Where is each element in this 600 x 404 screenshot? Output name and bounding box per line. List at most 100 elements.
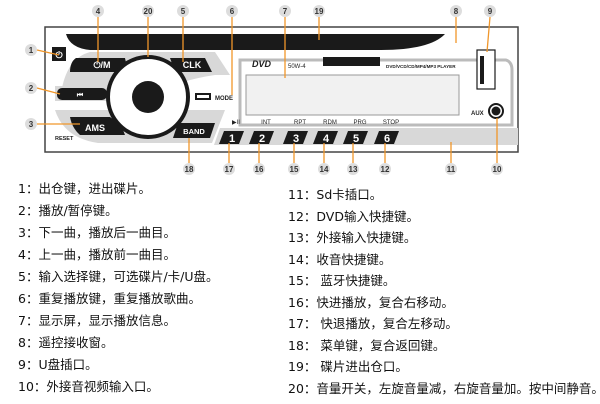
- callout-number: 4: [96, 7, 101, 16]
- band-button[interactable]: [173, 123, 215, 138]
- ams-label: AMS: [85, 123, 105, 133]
- callout-line: [36, 87, 61, 95]
- callout-marker: [445, 163, 457, 175]
- callout-marker: [379, 163, 391, 175]
- callout-marker: [491, 163, 503, 175]
- callout-marker: [226, 5, 238, 17]
- number-key-6[interactable]: [374, 131, 399, 144]
- legend-item: 13：外接输入快捷键。: [288, 230, 417, 245]
- callout-marker: [279, 5, 291, 17]
- legend-item: 10：外接音视频输入口。: [18, 379, 159, 394]
- number-key-3[interactable]: [283, 131, 308, 144]
- callout-number: 12: [381, 165, 390, 174]
- callout-number: 14: [320, 165, 329, 174]
- dvd-logo: DVD: [252, 59, 272, 69]
- number-key-4[interactable]: [313, 131, 338, 144]
- callout-number: 6: [230, 7, 235, 16]
- legend-left: 1：出仓键，进出碟片。 2：播放/暂停键。 3：下一曲，播放后一曲目。 4：上一…: [18, 178, 219, 398]
- legend-item: 20：音量开关，左旋音量减，右旋音量加。按中间静音。: [288, 380, 600, 396]
- player-text: DVD/VCD/CD/MP4/MP3 PLAYER: [386, 64, 456, 69]
- callout-marker: [318, 163, 330, 175]
- callout-number: 16: [255, 165, 264, 174]
- legend-item: 18： 菜单键，复合返回键。: [288, 337, 446, 353]
- number-key-digit: 4: [323, 133, 330, 145]
- band-label: BAND: [183, 127, 205, 136]
- mode-label: MODE: [215, 96, 233, 102]
- callout-number: 5: [181, 7, 186, 16]
- mute-label: ⏻/M: [93, 60, 110, 70]
- legend-item: 5：输入选择键，可选碟片/卡/U盘。: [18, 269, 219, 284]
- display-bezel: [238, 58, 514, 127]
- number-key-digit: 5: [353, 133, 359, 145]
- legend-item: 6：重复播放键，重复播放歌曲。: [18, 291, 201, 306]
- mute-button[interactable]: [70, 58, 128, 72]
- number-key-function-label: ▶II: [232, 120, 240, 126]
- callout-marker: [313, 5, 325, 17]
- callout-marker: [92, 5, 104, 17]
- callout-marker: [223, 163, 235, 175]
- number-key-digit: 6: [384, 133, 390, 145]
- reset-label: RESET: [55, 136, 74, 142]
- callout-number: 7: [283, 7, 288, 16]
- prev-icon: ⏮: [77, 92, 84, 99]
- aux-label: AUX: [471, 111, 484, 117]
- legend-item: 12：DVD输入快捷键。: [288, 208, 419, 224]
- disc-slot: [66, 34, 445, 50]
- callout-marker: [253, 163, 265, 175]
- callout-line: [486, 16, 491, 53]
- legend-item: 17： 快退播放，复合左移动。: [288, 316, 458, 331]
- legend-item: 8：遥控接收窗。: [18, 335, 114, 350]
- callout-marker: [450, 5, 462, 17]
- number-key-function-label: RDM: [323, 120, 337, 126]
- callout-number: 9: [488, 7, 493, 16]
- number-key-1[interactable]: [219, 131, 244, 144]
- legend-item: 3：下一曲，播放后一曲目。: [18, 225, 176, 240]
- clk-button[interactable]: [170, 58, 212, 72]
- legend-item: 1：出仓键，进出碟片。: [18, 181, 151, 196]
- legend-right: 11：Sd卡插口。 12：DVD输入快捷键。 13：外接输入快捷键。 14：收音…: [288, 184, 600, 399]
- number-key-function-label: RPT: [294, 120, 306, 126]
- ir-receiver-window: [323, 57, 380, 66]
- power-button[interactable]: [52, 47, 66, 61]
- legend-item: 4：上一曲，播放前一曲目。: [18, 247, 176, 262]
- callout-number: 2: [29, 84, 34, 93]
- callout-marker: [183, 163, 195, 175]
- callout-marker: [25, 82, 37, 94]
- legend-item: 15： 蓝牙快捷键。: [288, 273, 396, 288]
- callout-number: 15: [290, 165, 299, 174]
- callout-number: 18: [185, 165, 194, 174]
- callout-line: [36, 49, 60, 56]
- callout-number: 17: [225, 165, 234, 174]
- clk-label: CLK: [183, 60, 202, 70]
- number-key-function-label: INT: [261, 120, 271, 126]
- number-key-5[interactable]: [343, 131, 368, 144]
- legend-item: 2：播放/暂停键。: [18, 203, 118, 218]
- callout-marker: [25, 118, 37, 130]
- model-label: 50W-4: [288, 64, 306, 70]
- number-key-function-label: STOP: [383, 120, 399, 126]
- callout-number: 8: [454, 7, 459, 16]
- legend-item: 7：显示屏，显示播放信息。: [18, 313, 176, 328]
- ams-button[interactable]: [70, 117, 125, 135]
- callout-marker: [484, 5, 496, 17]
- number-key-digit: 2: [259, 133, 265, 145]
- number-key-digit: 3: [293, 133, 299, 145]
- legend-item: 16：快进播放，复合右移动。: [288, 294, 454, 310]
- knob-center[interactable]: [132, 81, 164, 113]
- callout-number: 13: [349, 165, 358, 174]
- number-key-function-label: PRG: [353, 120, 366, 126]
- prev-button[interactable]: [57, 88, 107, 100]
- callout-marker: [347, 163, 359, 175]
- callout-number: 10: [493, 165, 502, 174]
- number-key-2[interactable]: [249, 131, 274, 144]
- callout-marker: [288, 163, 300, 175]
- callout-number: 20: [144, 7, 153, 16]
- usb-port[interactable]: [476, 49, 496, 90]
- display-screen: [245, 74, 460, 116]
- callout-marker: [25, 44, 37, 56]
- number-key-digit: 1: [229, 133, 235, 145]
- power-icon: ⏻: [55, 50, 63, 60]
- callout-number: 19: [315, 7, 324, 16]
- callout-number: 11: [447, 165, 456, 174]
